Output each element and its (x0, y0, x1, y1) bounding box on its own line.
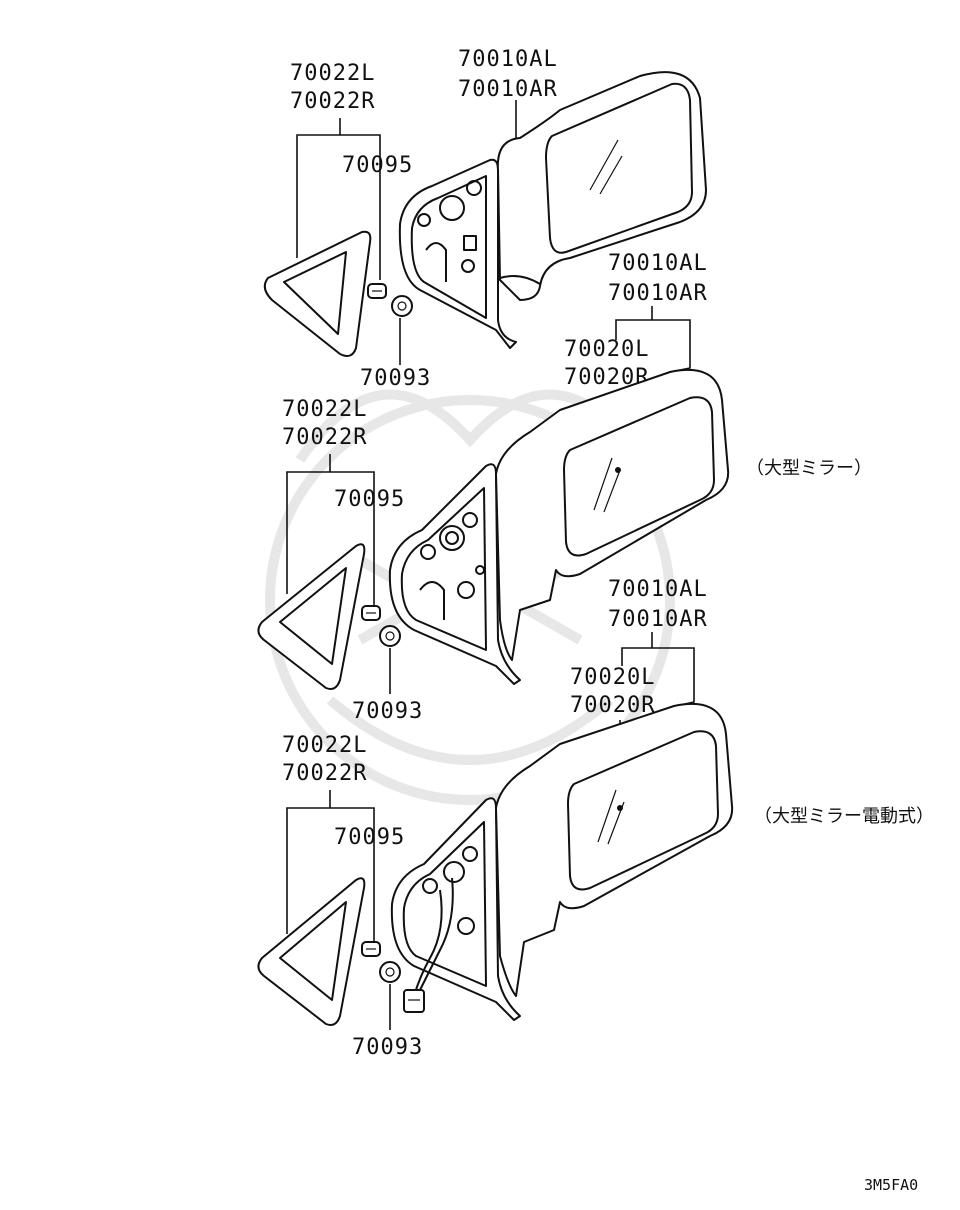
mirror-part-label-left: 70010AL (608, 577, 708, 602)
triangle-part-label-left: 70022L (290, 61, 375, 86)
triangle-part-label-left: 70022L (282, 397, 367, 422)
mirror-housing (495, 368, 730, 661)
group-standard-mirror: 70022L 70022R 70010AL 70010AR 70095 7009… (263, 47, 707, 391)
screw-icon (361, 605, 381, 621)
glass-part-label-left: 70020L (570, 665, 655, 690)
triangle-trim (263, 230, 372, 357)
connector-icon (403, 989, 425, 1013)
mirror-housing (495, 702, 734, 997)
triangle-trim (257, 877, 366, 1026)
glass-part-label-right: 70020R (570, 693, 655, 718)
group-large-power-mirror: 70022L 70022R 70010AL 70010AR 70020L 700… (257, 577, 934, 1060)
nut-icon (379, 625, 401, 647)
mirror-part-label-right: 70010AR (458, 77, 558, 102)
triangle-part-label-right: 70022R (290, 89, 375, 114)
mirror-part-label-right: 70010AR (608, 607, 708, 632)
triangle-part-label-left: 70022L (282, 733, 367, 758)
nut-part-label: 70093 (352, 1035, 423, 1060)
power-mirror-note: （大型ミラー電動式） (754, 806, 934, 827)
group-large-mirror: 70022L 70022R 70010AL 70010AR 70020L 700… (257, 251, 872, 724)
triangle-part-label-right: 70022R (282, 761, 367, 786)
glass-part-label-left: 70020L (564, 337, 649, 362)
mirror-part-label-left: 70010AL (458, 47, 558, 72)
triangle-part-label-right: 70022R (282, 425, 367, 450)
nut-icon (379, 961, 401, 983)
mirror-base-plate (390, 797, 521, 1021)
screw-icon (367, 283, 387, 299)
diagram-code: 3M5FA0 (864, 1176, 918, 1194)
nut-part-label: 70093 (360, 366, 431, 391)
screw-icon (361, 941, 381, 957)
mirror-part-label-left: 70010AL (608, 251, 708, 276)
screw-part-label: 70095 (342, 153, 413, 178)
screw-part-label: 70095 (334, 825, 405, 850)
nut-part-label: 70093 (352, 699, 423, 724)
screw-part-label: 70095 (334, 487, 405, 512)
mirror-base-plate (388, 463, 521, 685)
large-mirror-note: （大型ミラー） (746, 458, 872, 479)
mirror-part-label-right: 70010AR (608, 281, 708, 306)
nut-icon (391, 295, 413, 317)
triangle-trim (257, 543, 366, 690)
